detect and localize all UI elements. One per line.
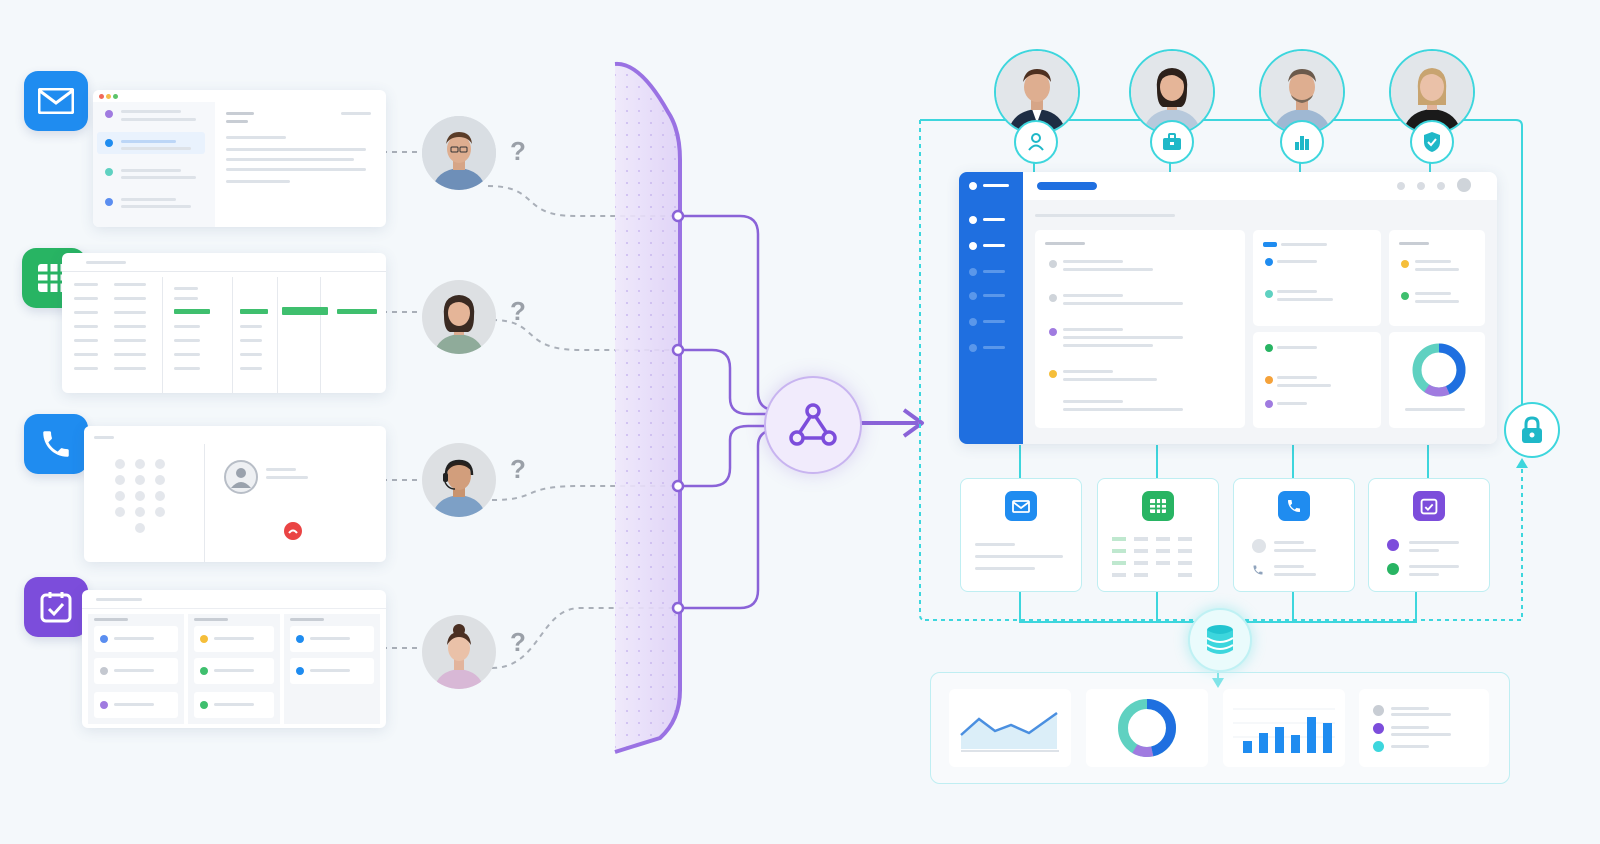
central-database[interactable]: [1188, 608, 1252, 672]
report-task-list[interactable]: [1359, 689, 1489, 767]
line-chart-icon: [960, 711, 1059, 752]
dash-person4-barrier: [491, 607, 672, 669]
question-mark-3: ?: [510, 454, 526, 484]
profile-avatar-icon[interactable]: [1457, 178, 1471, 192]
role-manager-badge[interactable]: [1150, 120, 1194, 164]
list-check-icon-2: [1373, 741, 1384, 752]
report-line-chart[interactable]: [949, 689, 1071, 767]
caller-avatar-icon: [224, 460, 258, 494]
phone-app-icon[interactable]: [24, 414, 88, 474]
dash-person3-barrier: [491, 485, 672, 501]
security-lock[interactable]: [1504, 402, 1560, 458]
dashboard-sidebar: [959, 172, 1023, 444]
briefcase-icon: [1163, 133, 1181, 150]
report-donut-chart[interactable]: [1086, 689, 1208, 767]
module-email-icon: [1005, 491, 1037, 521]
dashboard-donut-chart: [1412, 343, 1466, 397]
user-icon: [1028, 133, 1044, 151]
phone-window: [84, 426, 386, 562]
email-app-icon[interactable]: [24, 71, 88, 131]
report-bar-chart[interactable]: [1223, 689, 1345, 767]
lock-icon: [1522, 416, 1542, 443]
envelope-icon: [38, 88, 74, 114]
phone-icon: [43, 431, 69, 457]
tasks-app-icon[interactable]: [24, 577, 88, 637]
done-check-icon-2: [1387, 563, 1399, 575]
contact-avatar-icon: [1252, 539, 1266, 553]
spreadsheet-icon: [1150, 499, 1166, 513]
role-avatar-4: [1389, 49, 1475, 135]
envelope-icon: [1012, 499, 1030, 513]
bar-chart-icon: [1295, 136, 1309, 150]
employee-avatar-4: [422, 615, 496, 689]
spreadsheet-module[interactable]: [1097, 478, 1219, 592]
question-mark-4: ?: [510, 627, 526, 657]
database-icon: [1206, 625, 1234, 654]
donut-chart-icon: [1118, 699, 1176, 757]
shield-icon: [1424, 132, 1440, 152]
spreadsheet-window: [62, 253, 386, 393]
email-module[interactable]: [960, 478, 1082, 592]
module-tasks-icon: [1413, 491, 1445, 521]
reports-panel: [930, 672, 1510, 784]
list-user-icon: [1373, 705, 1384, 716]
employee-avatar-2: [422, 280, 496, 354]
integration-hub-icon: [789, 403, 837, 446]
checklist-icon: [40, 592, 72, 623]
unified-dashboard: [959, 172, 1497, 444]
employee-avatar-3: [422, 443, 496, 517]
dial-pad[interactable]: [110, 458, 170, 548]
role-analyst-badge[interactable]: [1280, 120, 1324, 164]
email-window: [93, 90, 386, 227]
phone-icon: [1288, 500, 1300, 512]
done-check-icon: [1387, 539, 1399, 551]
list-check-icon: [1373, 723, 1384, 734]
hang-up-button[interactable]: [284, 522, 302, 540]
question-mark-1: ?: [510, 136, 526, 166]
role-avatar-3: [1259, 49, 1345, 135]
role-user-badge[interactable]: [1014, 120, 1058, 164]
question-mark-2: ?: [510, 296, 526, 326]
module-spreadsheet-icon: [1142, 491, 1174, 521]
tasks-module[interactable]: [1368, 478, 1490, 592]
integration-hub[interactable]: [764, 376, 862, 474]
module-phone-icon: [1278, 491, 1310, 521]
role-security-badge[interactable]: [1410, 120, 1454, 164]
call-icon: [1252, 563, 1264, 575]
bar-chart-icon: [1233, 708, 1335, 753]
tasks-window: [82, 590, 386, 728]
phone-module[interactable]: [1233, 478, 1355, 592]
employee-avatar-1: [422, 116, 496, 190]
checklist-icon: [1420, 498, 1438, 515]
